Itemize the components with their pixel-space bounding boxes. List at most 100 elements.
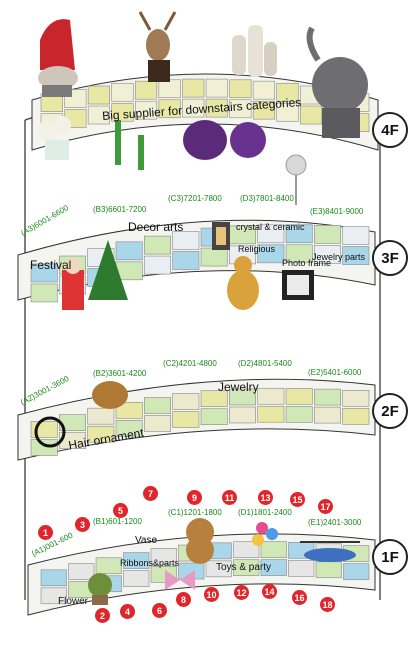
floor-label-2f: 2F [372, 393, 408, 429]
zone-c1: (C1)1201-1800 [168, 508, 222, 517]
shop-cell [260, 541, 287, 558]
zone-c3: (C3)7201-7800 [168, 194, 222, 203]
shop-marker-10: 10 [204, 587, 219, 602]
shop-cell [182, 78, 205, 98]
shop-cell [115, 402, 143, 419]
shop-cell [205, 560, 232, 578]
floor-label-4f: 4F [372, 112, 408, 148]
potted-plant-picture [88, 573, 112, 605]
shop-cell [257, 244, 285, 264]
shop-cell [252, 80, 276, 100]
category-ribbons-parts: Ribbons&parts [120, 558, 180, 568]
floor-label-3f: 3F [372, 240, 408, 276]
zone-c2: (C2)4201-4800 [163, 359, 217, 368]
floor-label-1f: 1F [372, 539, 408, 575]
zone-b3: (B3)6601-7200 [93, 205, 147, 214]
shop-cell [233, 559, 260, 577]
hair-claw-picture [92, 381, 128, 409]
category-photo-frame: Photo frame [282, 258, 332, 268]
shop-cell [205, 98, 228, 118]
shop-cell [134, 100, 158, 120]
zone-d1: (D1)1801-2400 [238, 508, 292, 517]
shop-cell [144, 397, 171, 414]
shop-cell [200, 247, 228, 267]
shop-cell [342, 226, 370, 245]
shop-cell [172, 251, 200, 270]
shop-cell [123, 570, 150, 587]
category-jewelry: Jewelry [218, 380, 259, 394]
shop-cell [288, 560, 315, 577]
shop-marker-13: 13 [258, 490, 273, 505]
shop-cell [252, 100, 276, 120]
shop-cell [158, 79, 181, 99]
shop-marker-18: 18 [320, 597, 335, 612]
shop-cell [123, 552, 150, 569]
shop-marker-4: 4 [120, 604, 135, 619]
shop-marker-11: 11 [222, 490, 237, 505]
shop-cell [314, 245, 341, 264]
deer-head-picture [138, 11, 177, 82]
shop-marker-6: 6 [152, 603, 167, 618]
category-flower: Flower [58, 596, 89, 607]
shop-cell [134, 80, 158, 100]
rc-helicopter-picture [300, 541, 360, 562]
shop-cell [342, 408, 370, 425]
shop-cell [276, 102, 299, 122]
shop-cell [95, 557, 122, 575]
shop-marker-1: 1 [38, 525, 53, 540]
shop-cell [276, 82, 299, 102]
photo-frame-picture [282, 270, 314, 300]
zone-d2: (D2)4801-5400 [238, 359, 292, 368]
shop-cell [172, 411, 200, 428]
shop-marker-12: 12 [234, 585, 249, 600]
shop-cell [200, 408, 228, 426]
category-jewelry-parts: Jewelry parts [312, 252, 366, 262]
shop-cell [285, 224, 313, 244]
shop-cell [144, 415, 171, 432]
shop-marker-9: 9 [187, 490, 202, 505]
shop-cell [150, 548, 177, 565]
shop-cell [314, 388, 341, 406]
category-religious: Religious [238, 244, 276, 254]
shop-cell [229, 99, 252, 119]
ribbon-bow-picture [165, 570, 195, 590]
category-vase: Vase [135, 535, 158, 546]
shop-cell [87, 105, 111, 125]
shop-cell [40, 587, 67, 605]
shop-cell [257, 387, 285, 405]
zone-e3: (E3)8401-9000 [310, 207, 364, 216]
shop-cell [200, 390, 228, 408]
santa-figure-picture [62, 258, 84, 310]
shop-cell [314, 225, 341, 244]
shop-cell [260, 559, 287, 576]
shop-cell [229, 79, 252, 99]
shop-cell [172, 231, 200, 250]
shop-marker-16: 16 [292, 590, 307, 605]
teddy-bear-picture [186, 518, 214, 564]
lantern-picture [212, 222, 230, 250]
zone-b2: (B2)3601-4200 [93, 369, 147, 378]
hoop-earring-picture [34, 416, 66, 448]
zone-e1: (E1)2401-3000 [308, 518, 362, 527]
shop-cell [229, 388, 256, 406]
shop-cell [285, 406, 313, 423]
shop-marker-15: 15 [290, 492, 305, 507]
shop-cell [205, 78, 228, 98]
shop-cell [68, 563, 95, 580]
shop-cell [342, 246, 370, 265]
category-toys-party: Toys & party [216, 562, 272, 573]
shop-cell [87, 425, 115, 443]
vases-picture [232, 25, 277, 77]
shop-cell [299, 105, 323, 125]
shop-cell [111, 82, 134, 102]
cactus-picture [115, 120, 144, 170]
shop-cell [229, 406, 256, 424]
shop-cell [257, 224, 285, 244]
shop-cell [111, 102, 134, 122]
category-festival: Festival [30, 258, 72, 272]
zone-d3: (D3)7801-8400 [240, 194, 294, 203]
shop-cell [315, 561, 342, 579]
floor-2-shops [30, 387, 370, 456]
shop-cell [30, 283, 58, 303]
